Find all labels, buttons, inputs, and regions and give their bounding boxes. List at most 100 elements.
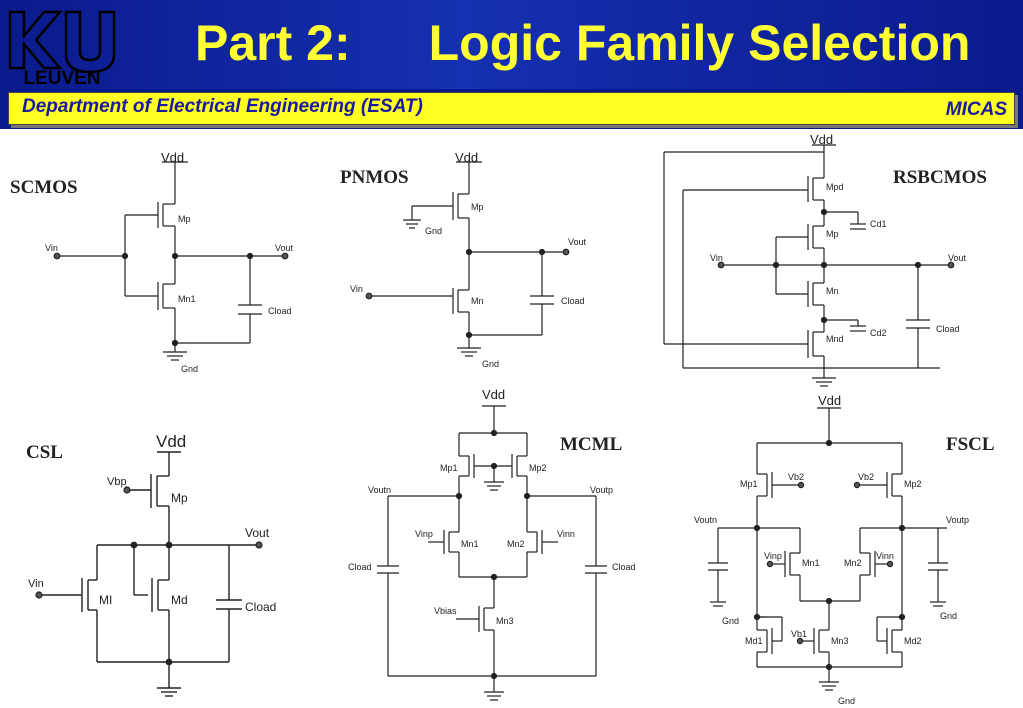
scmos-vin-pin: [53, 252, 61, 260]
fscl-junction: [825, 439, 833, 447]
fscl-junction: [898, 524, 906, 532]
fscl-vb2-right-label: Vb2: [858, 472, 874, 482]
fscl-mn1-label: Mn1: [802, 558, 820, 568]
fscl-gnd-right-label: Gnd: [940, 611, 957, 621]
rsbcmos-vin-pin: [717, 261, 725, 269]
fscl-vinp-pin: [766, 560, 774, 568]
mcml-junction: [490, 429, 498, 437]
rsbcmos-vout-pin: [947, 261, 955, 269]
csl-md-label: Md: [171, 593, 188, 607]
csl-cload-label: Cload: [245, 600, 276, 614]
fscl-voutp-label: Voutp: [946, 515, 969, 525]
scmos-circuit: [58, 161, 284, 361]
pnmos-vin-label: Vin: [350, 284, 363, 294]
mcml-voutp-label: Voutp: [590, 485, 613, 495]
pnmos-junction: [465, 248, 473, 256]
mcml-junction: [490, 573, 498, 581]
pnmos-mp-label: Mp: [471, 202, 484, 212]
scmos-vout-label: Vout: [275, 243, 294, 253]
csl-vdd-label: Vdd: [156, 432, 186, 451]
fscl-junction: [753, 524, 761, 532]
pnmos-gnd2-label: Gnd: [482, 359, 499, 369]
rsbcmos-title: RSBCMOS: [893, 167, 987, 188]
fscl-vb2-pin: [797, 481, 805, 489]
rsbcmos-mpd-label: Mpd: [826, 182, 844, 192]
scmos-junction: [121, 252, 129, 260]
mcml-vinn-label: Vinn: [557, 529, 575, 539]
rsbcmos-cd1-label: Cd1: [870, 219, 887, 229]
mcml-junction: [490, 672, 498, 680]
pnmos-vout-label: Vout: [568, 237, 587, 247]
scmos-mn-label: Mn1: [178, 294, 196, 304]
fscl-mn3-label: Mn3: [831, 636, 849, 646]
mcml-mn1-label: Mn1: [461, 539, 479, 549]
rsbcmos-junction: [820, 208, 828, 216]
pnmos-gnd1-label: Gnd: [425, 226, 442, 236]
mcml-mn3-label: Mn3: [496, 616, 514, 626]
csl-vout-label: Vout: [245, 526, 270, 540]
fscl-vinn-pin: [886, 560, 894, 568]
csl-vout-pin: [255, 541, 263, 549]
fscl-mn2-label: Mn2: [844, 558, 862, 568]
fscl-vb1-pin: [796, 637, 804, 645]
pnmos-junction: [538, 248, 546, 256]
scmos-junction: [246, 252, 254, 260]
pnmos-circuit: [370, 161, 565, 357]
mcml-title: MCML: [560, 434, 622, 455]
mcml-vinp-label: Vinp: [415, 529, 433, 539]
fscl-vb1-label: Vb1: [791, 629, 807, 639]
scmos-vout-pin: [281, 252, 289, 260]
mcml-mn2-label: Mn2: [507, 539, 525, 549]
fscl-vinp-label: Vinp: [764, 551, 782, 561]
rsbcmos-vin-label: Vin: [710, 253, 723, 263]
pnmos-mn-label: Mn: [471, 296, 484, 306]
fscl-mp2-label: Mp2: [904, 479, 922, 489]
fscl-gnd-left-label: Gnd: [722, 616, 739, 626]
pnmos-vdd-label: Vdd: [455, 150, 478, 165]
fscl-circuit: [708, 407, 948, 691]
scmos-junction: [171, 339, 179, 347]
mcml-cload-left-label: Cload: [348, 562, 372, 572]
csl-junction: [165, 658, 173, 666]
fscl-vb2-pin: [853, 481, 861, 489]
title-part: Part 2:: [195, 15, 351, 71]
rsbcmos-mp-label: Mp: [826, 229, 839, 239]
mcml-junction: [455, 492, 463, 500]
title-bar: [0, 0, 1023, 92]
fscl-vdd-label: Vdd: [818, 393, 841, 408]
mcml-circuit: [377, 405, 607, 701]
csl-junction: [130, 541, 138, 549]
scmos-vin-label: Vin: [45, 243, 58, 253]
rsbcmos-vout-label: Vout: [948, 253, 967, 263]
mcml-junction: [523, 492, 531, 500]
mcml-junction: [490, 462, 498, 470]
fscl-vb2-left-label: Vb2: [788, 472, 804, 482]
pnmos-vout-pin: [562, 248, 570, 256]
fscl-vinn-label: Vinn: [876, 551, 894, 561]
csl-mp-label: Mp: [171, 491, 188, 505]
mcml-cload-right-label: Cload: [612, 562, 636, 572]
logo-wordmark: LEUVEN: [23, 68, 100, 86]
fscl-md1-label: Md1: [745, 636, 763, 646]
scmos-cload-label: Cload: [268, 306, 292, 316]
rsbcmos-junction: [820, 316, 828, 324]
ku-leuven-logo: LEUVEN: [8, 10, 116, 86]
csl-mi-label: MI: [99, 593, 112, 607]
fscl-junction: [825, 597, 833, 605]
scmos-mp-label: Mp: [178, 214, 191, 224]
mcml-voutn-label: Voutn: [368, 485, 391, 495]
fscl-voutn-label: Voutn: [694, 515, 717, 525]
pnmos-cload-label: Cload: [561, 296, 585, 306]
scmos-junction: [171, 252, 179, 260]
rsbcmos-mnd-label: Mnd: [826, 334, 844, 344]
csl-vbp-pin: [123, 486, 131, 494]
fscl-title: FSCL: [946, 434, 995, 455]
csl-title: CSL: [26, 442, 63, 463]
pnmos-vin-pin: [365, 292, 373, 300]
rsbcmos-junction: [914, 261, 922, 269]
csl-vin-label: Vin: [28, 578, 44, 590]
scmos-vdd-label: Vdd: [161, 150, 184, 165]
department-label: Department of Electrical Engineering (ES…: [22, 96, 423, 117]
csl-vbp-label: Vbp: [107, 476, 127, 488]
